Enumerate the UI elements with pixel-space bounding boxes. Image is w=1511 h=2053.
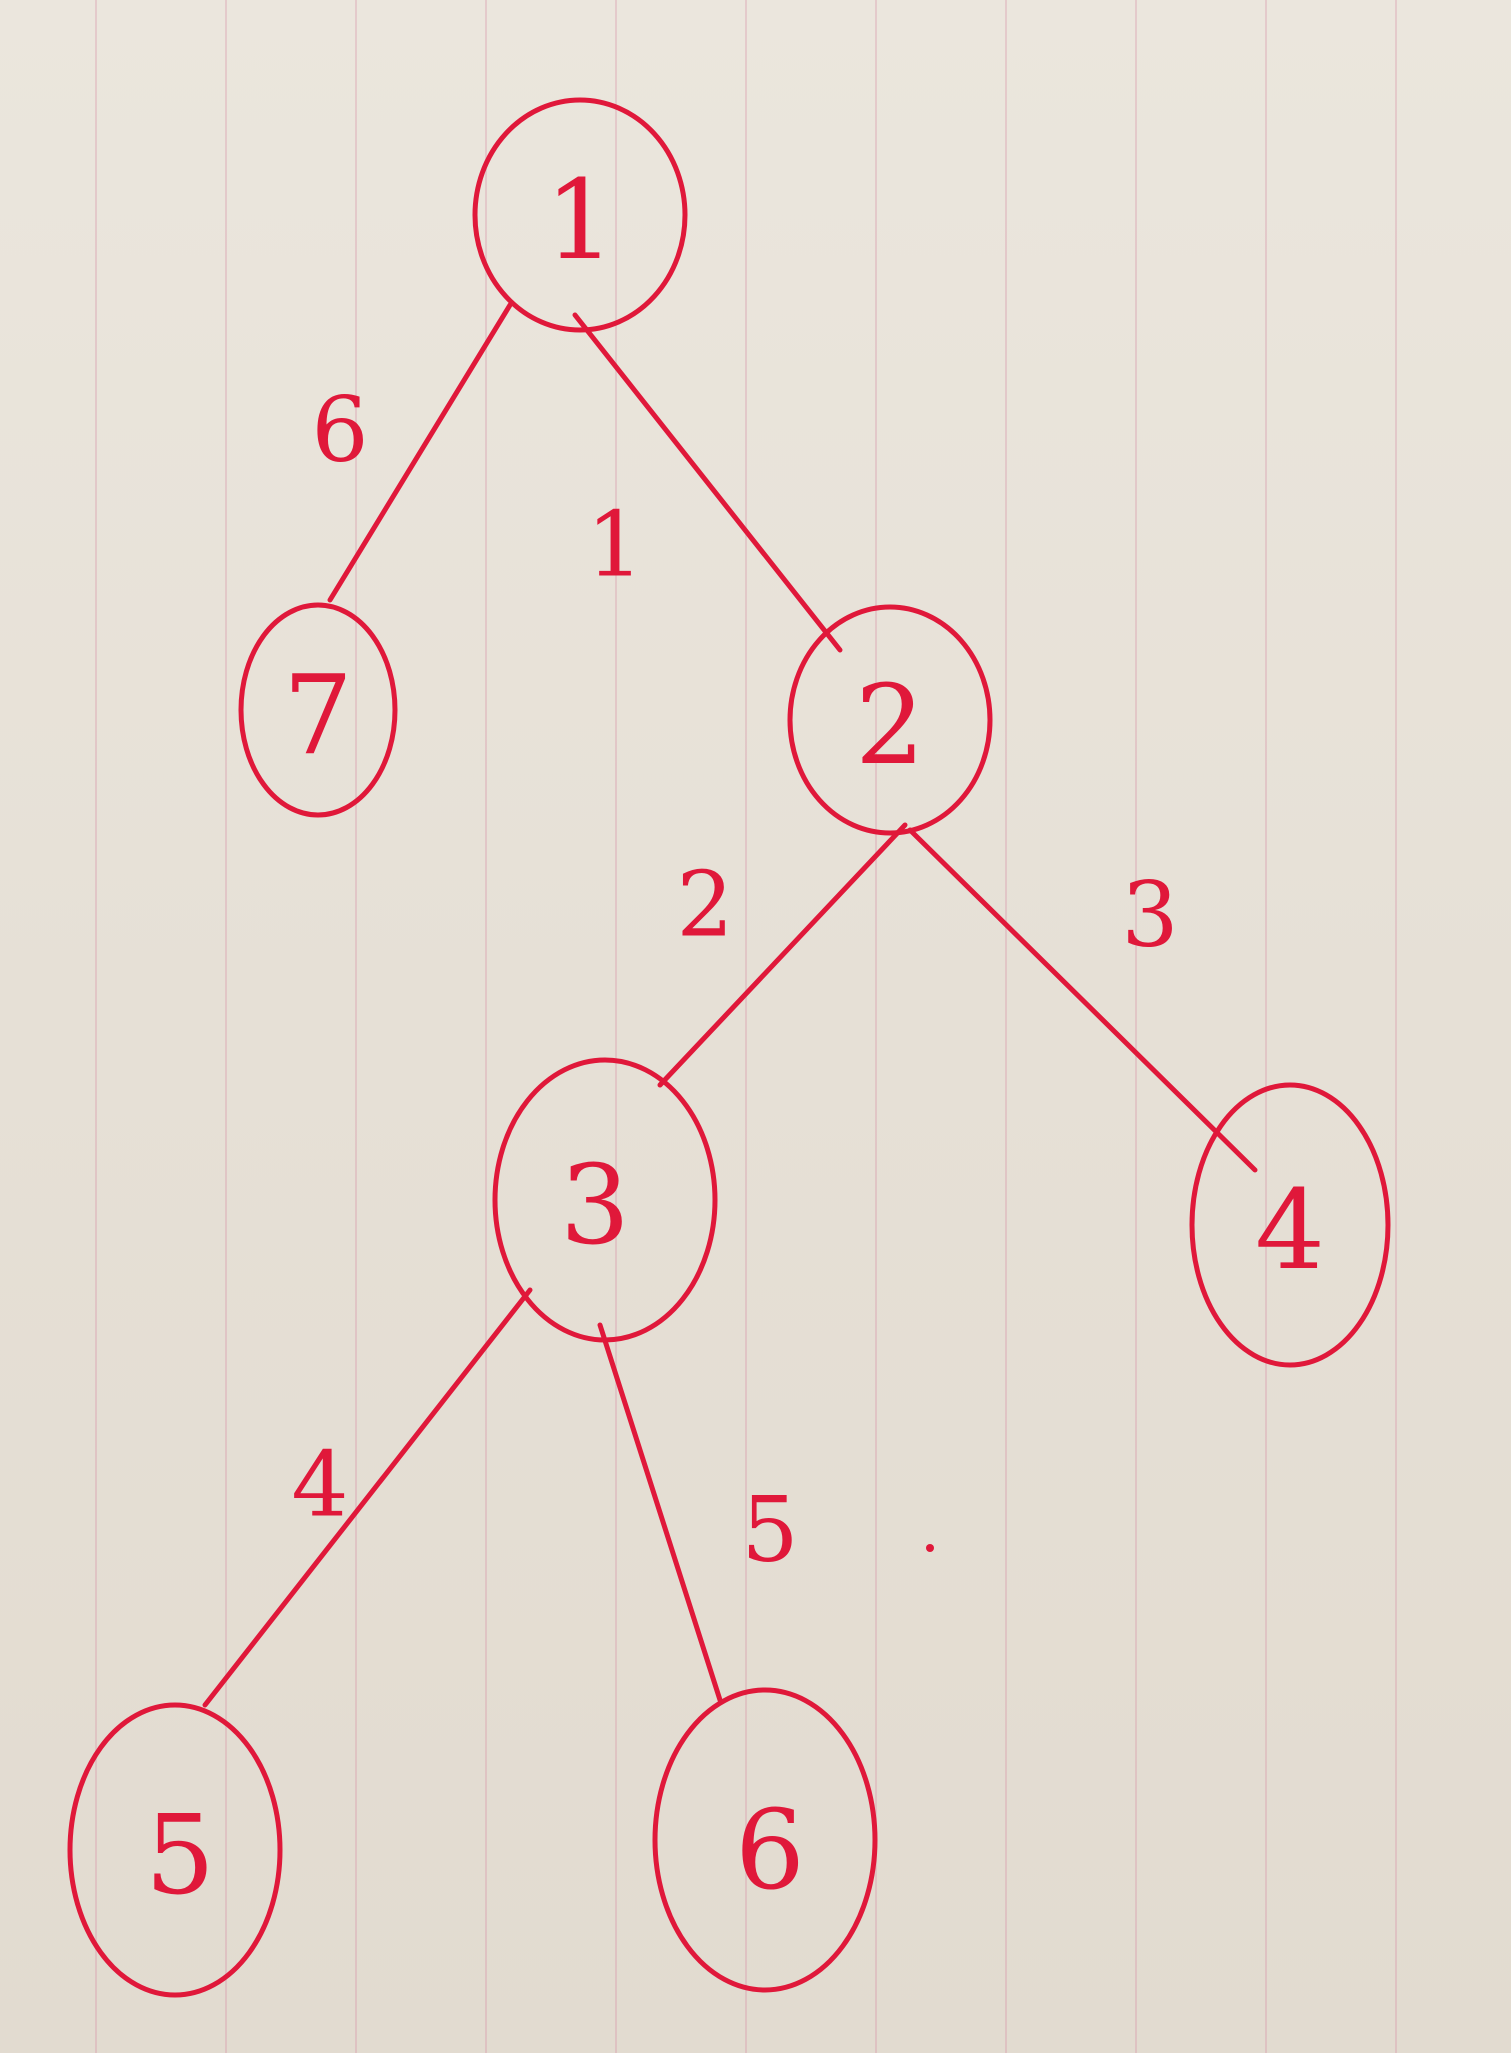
- node-1-label: 1: [545, 156, 615, 284]
- edge-2-4: [907, 827, 1258, 1173]
- rule-line: [1005, 0, 1007, 2053]
- edge-weight-3-5: 4: [291, 1433, 348, 1538]
- edge-3-6: [597, 1322, 723, 1703]
- node-1: 1: [472, 97, 688, 333]
- rule-line: [875, 0, 877, 2053]
- edge-weight-1-2: 1: [586, 493, 643, 598]
- rule-line: [95, 0, 97, 2053]
- node-6-circle: [652, 1687, 878, 1993]
- node-2-circle: [787, 604, 993, 836]
- edge-weight-1-7: 6: [311, 378, 368, 483]
- ink-dot: [926, 1544, 934, 1552]
- node-3-label: 3: [560, 1141, 630, 1269]
- node-7: 7: [238, 602, 398, 818]
- rule-line: [355, 0, 357, 2053]
- edge-2-3: [657, 822, 908, 1088]
- node-5: 5: [67, 1702, 283, 1998]
- node-3-circle: [492, 1057, 718, 1343]
- rule-line: [615, 0, 617, 2053]
- rule-line: [1265, 0, 1267, 2053]
- edge-weight-2-4: 3: [1121, 863, 1178, 968]
- rule-line: [225, 0, 227, 2053]
- rule-line: [745, 0, 747, 2053]
- node-2-label: 2: [855, 661, 925, 789]
- rule-line: [485, 0, 487, 2053]
- edge-1-2: [572, 312, 843, 653]
- edge-3-5: [202, 1287, 533, 1708]
- node-7-label: 7: [283, 651, 353, 779]
- rule-line: [1395, 0, 1397, 2053]
- node-4-label: 4: [1255, 1166, 1325, 1294]
- edge-weight-3-6: 5: [741, 1478, 798, 1583]
- node-6-label: 6: [735, 1786, 805, 1914]
- node-7-circle: [238, 602, 398, 818]
- edge-weight-2-3: 2: [676, 853, 733, 958]
- node-3: 3: [492, 1057, 718, 1343]
- node-4: 4: [1189, 1082, 1391, 1368]
- node-5-circle: [67, 1702, 283, 1998]
- node-5-label: 5: [145, 1791, 215, 1919]
- rule-line: [1135, 0, 1137, 2053]
- edge-1-7: [327, 302, 513, 603]
- node-6: 6: [652, 1687, 878, 1993]
- node-2: 2: [787, 604, 993, 836]
- node-1-circle: [472, 97, 688, 333]
- node-4-circle: [1189, 1082, 1391, 1368]
